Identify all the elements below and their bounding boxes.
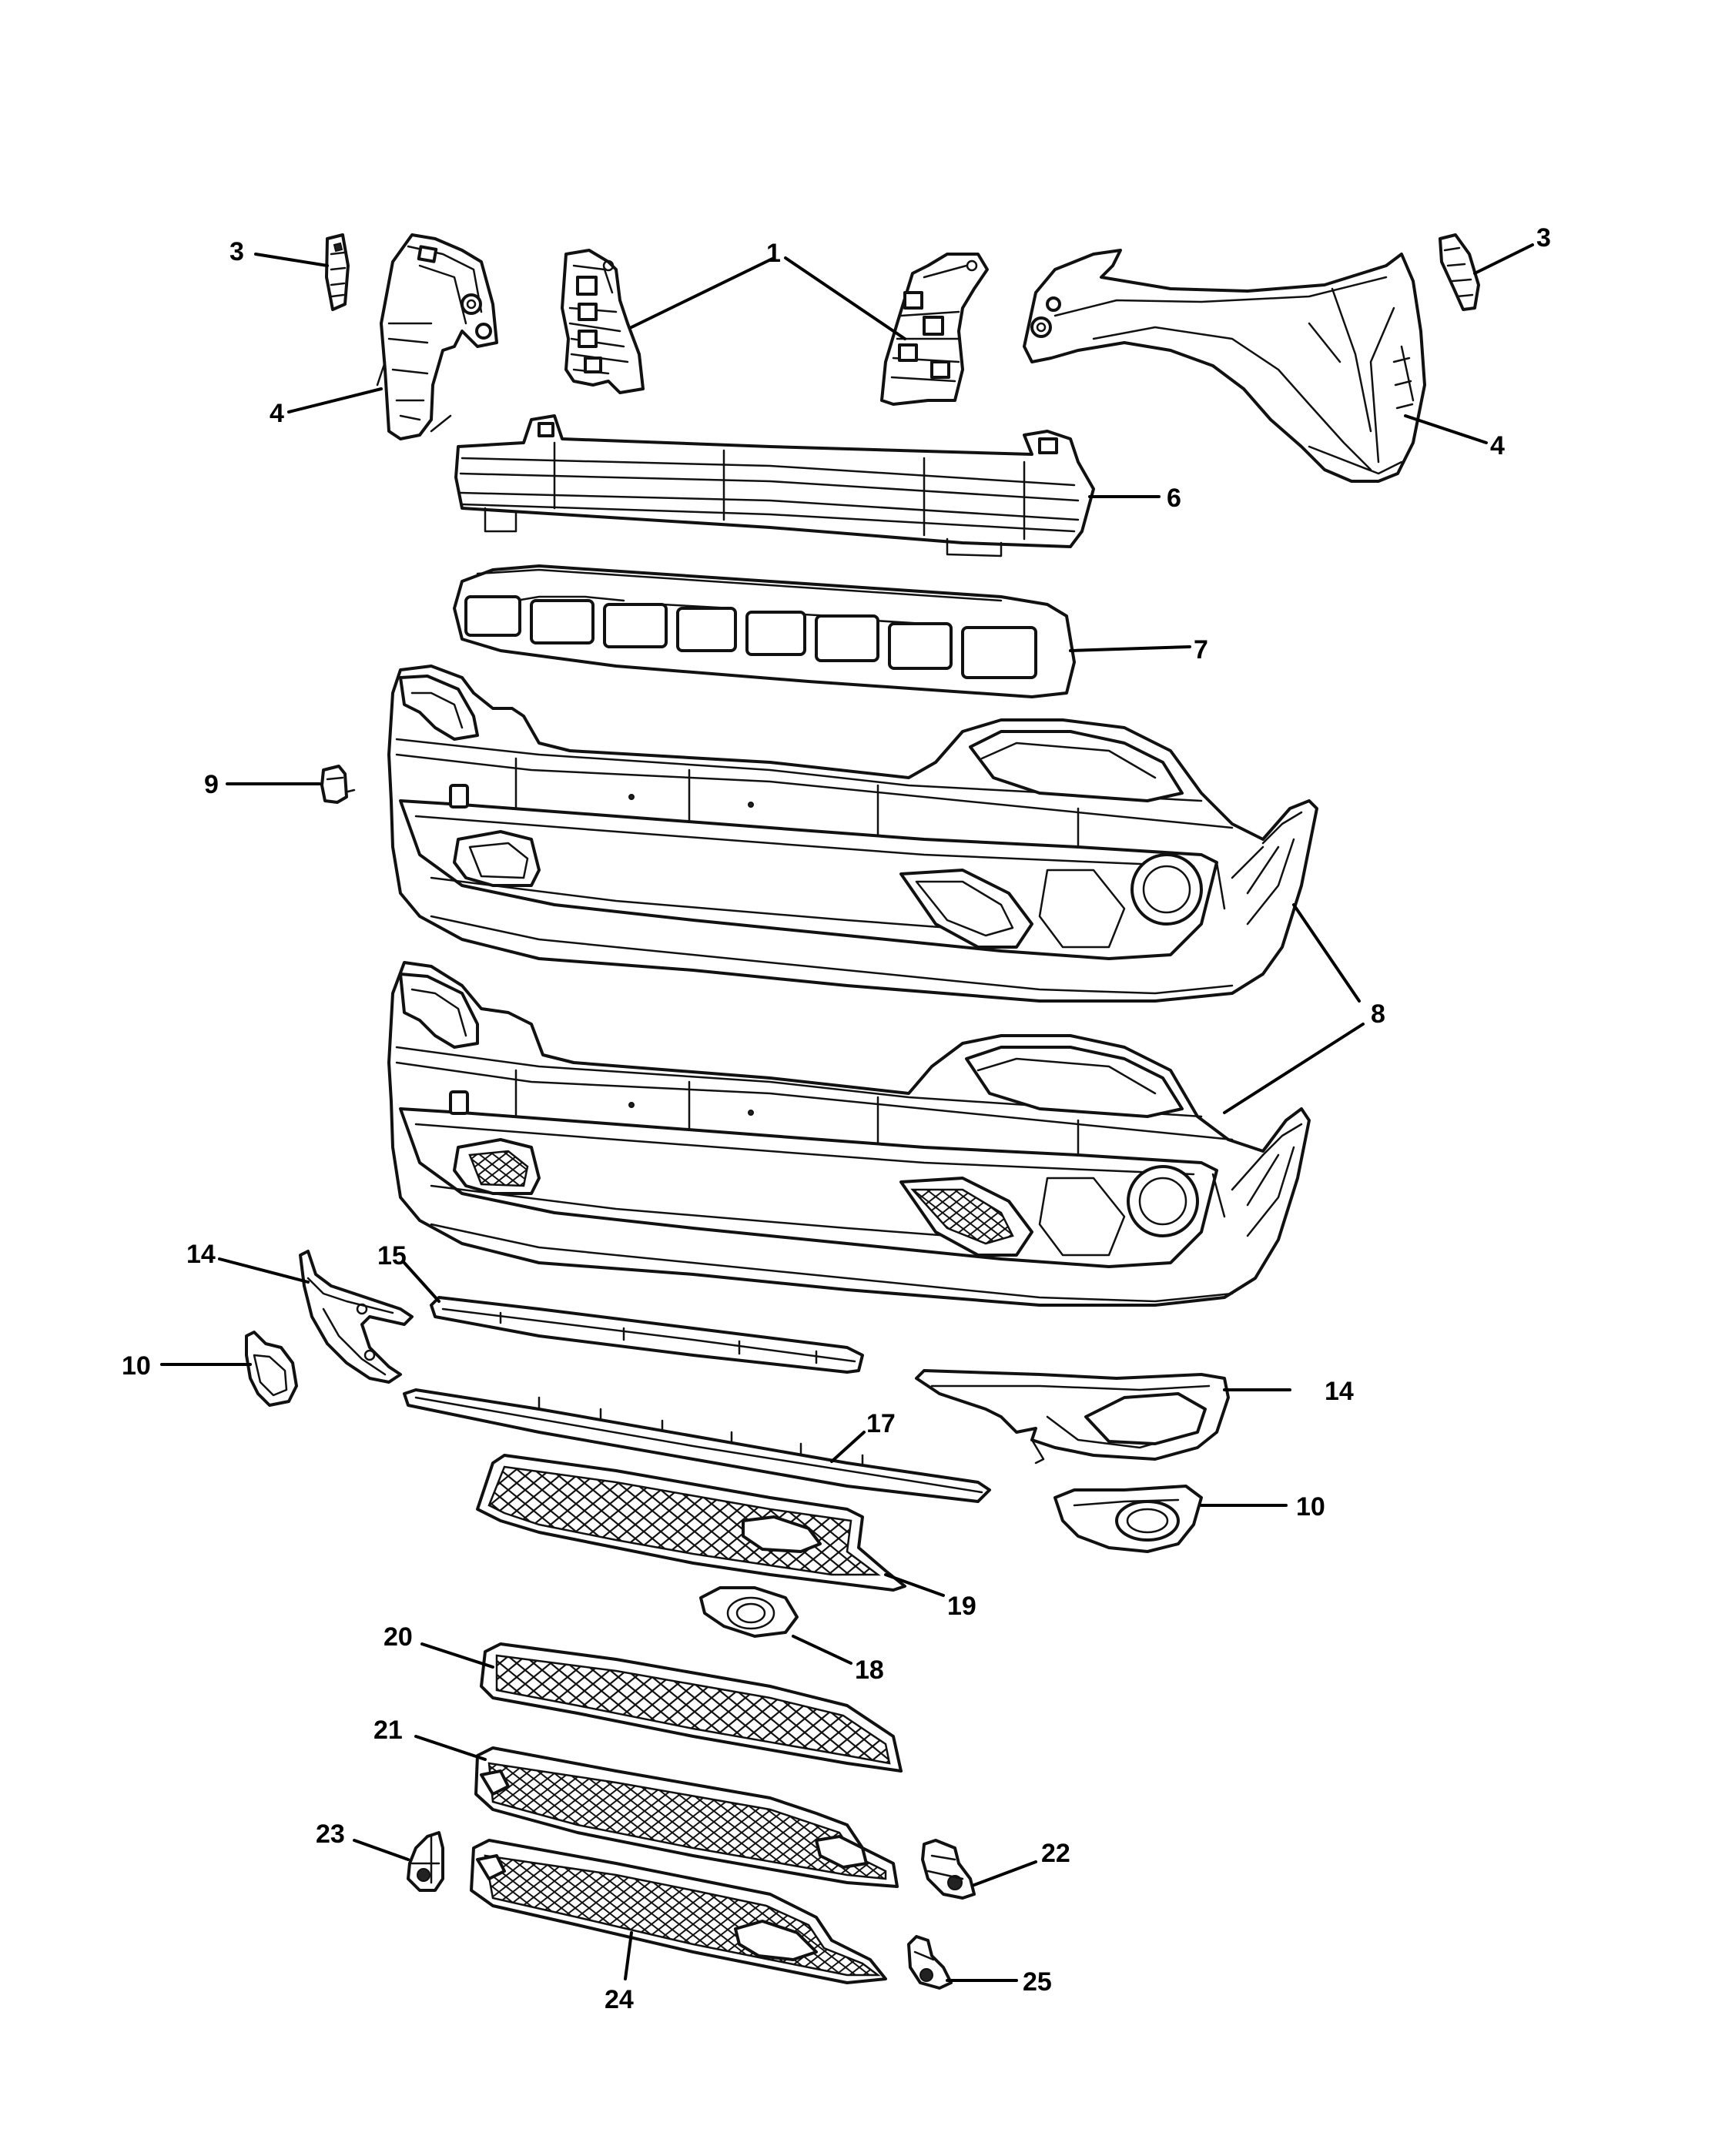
callout-24: 24 (605, 1985, 634, 2014)
part-3-right-clip (1439, 233, 1480, 311)
part-17-lower-molding (403, 1388, 991, 1503)
callout-19: 19 (947, 1592, 976, 1621)
part-24-grille-insert (470, 1839, 887, 1984)
leader-lines (160, 243, 1534, 1982)
part-8-bumper-cover-upper (387, 665, 1318, 1003)
callout-3-left: 3 (229, 237, 244, 266)
callout-23: 23 (316, 1820, 345, 1849)
part-19-lower-grille (476, 1454, 906, 1592)
part-9-tow-hook-cover (320, 765, 356, 804)
callout-7: 7 (1194, 635, 1208, 665)
callout-14-left: 14 (186, 1240, 216, 1269)
callout-9: 9 (204, 770, 219, 799)
callout-10-left: 10 (122, 1351, 151, 1381)
callout-1: 1 (766, 239, 781, 268)
part-20-grille-insert (480, 1642, 903, 1773)
part-23-left-bracket (407, 1831, 444, 1892)
callout-6: 6 (1167, 484, 1181, 513)
part-21-grille-insert (474, 1746, 899, 1888)
part-14-right-bezel (915, 1369, 1230, 1465)
part-1-right-bracket (880, 253, 989, 406)
callout-15: 15 (377, 1241, 407, 1270)
part-14-left-bezel (299, 1250, 414, 1384)
part-15-upper-molding (430, 1296, 864, 1374)
callout-3-right: 3 (1536, 223, 1551, 253)
callout-labels: 3 3 1 4 4 6 7 9 8 14 15 10 14 17 10 19 1… (122, 223, 1551, 2014)
part-7-energy-absorber (453, 564, 1076, 698)
part-18-fog-bezel (699, 1586, 799, 1638)
part-8-bumper-cover-lower (387, 961, 1311, 1307)
callout-20: 20 (384, 1622, 413, 1652)
callout-17: 17 (866, 1409, 896, 1438)
callout-14-right: 14 (1325, 1377, 1354, 1406)
part-1-left-bracket (561, 249, 645, 394)
callout-21: 21 (373, 1716, 403, 1745)
part-3-left-clip (325, 233, 350, 311)
part-22-right-bracket (921, 1839, 976, 1900)
callout-8: 8 (1371, 999, 1385, 1029)
callout-18: 18 (855, 1656, 884, 1685)
callout-4-right: 4 (1490, 431, 1505, 460)
part-10-right-fog-ring (1053, 1485, 1203, 1553)
part-4-right-fender (1023, 249, 1426, 483)
part-25-right-bracket (907, 1935, 953, 1990)
callout-4-left: 4 (270, 399, 284, 428)
callout-22: 22 (1041, 1839, 1070, 1868)
part-6-reinforcement-beam (454, 414, 1095, 557)
part-10-left-fog-ring (245, 1331, 298, 1407)
callout-25: 25 (1023, 1967, 1052, 1997)
callout-10-right: 10 (1296, 1492, 1325, 1522)
part-4-left-bracket (376, 233, 498, 440)
